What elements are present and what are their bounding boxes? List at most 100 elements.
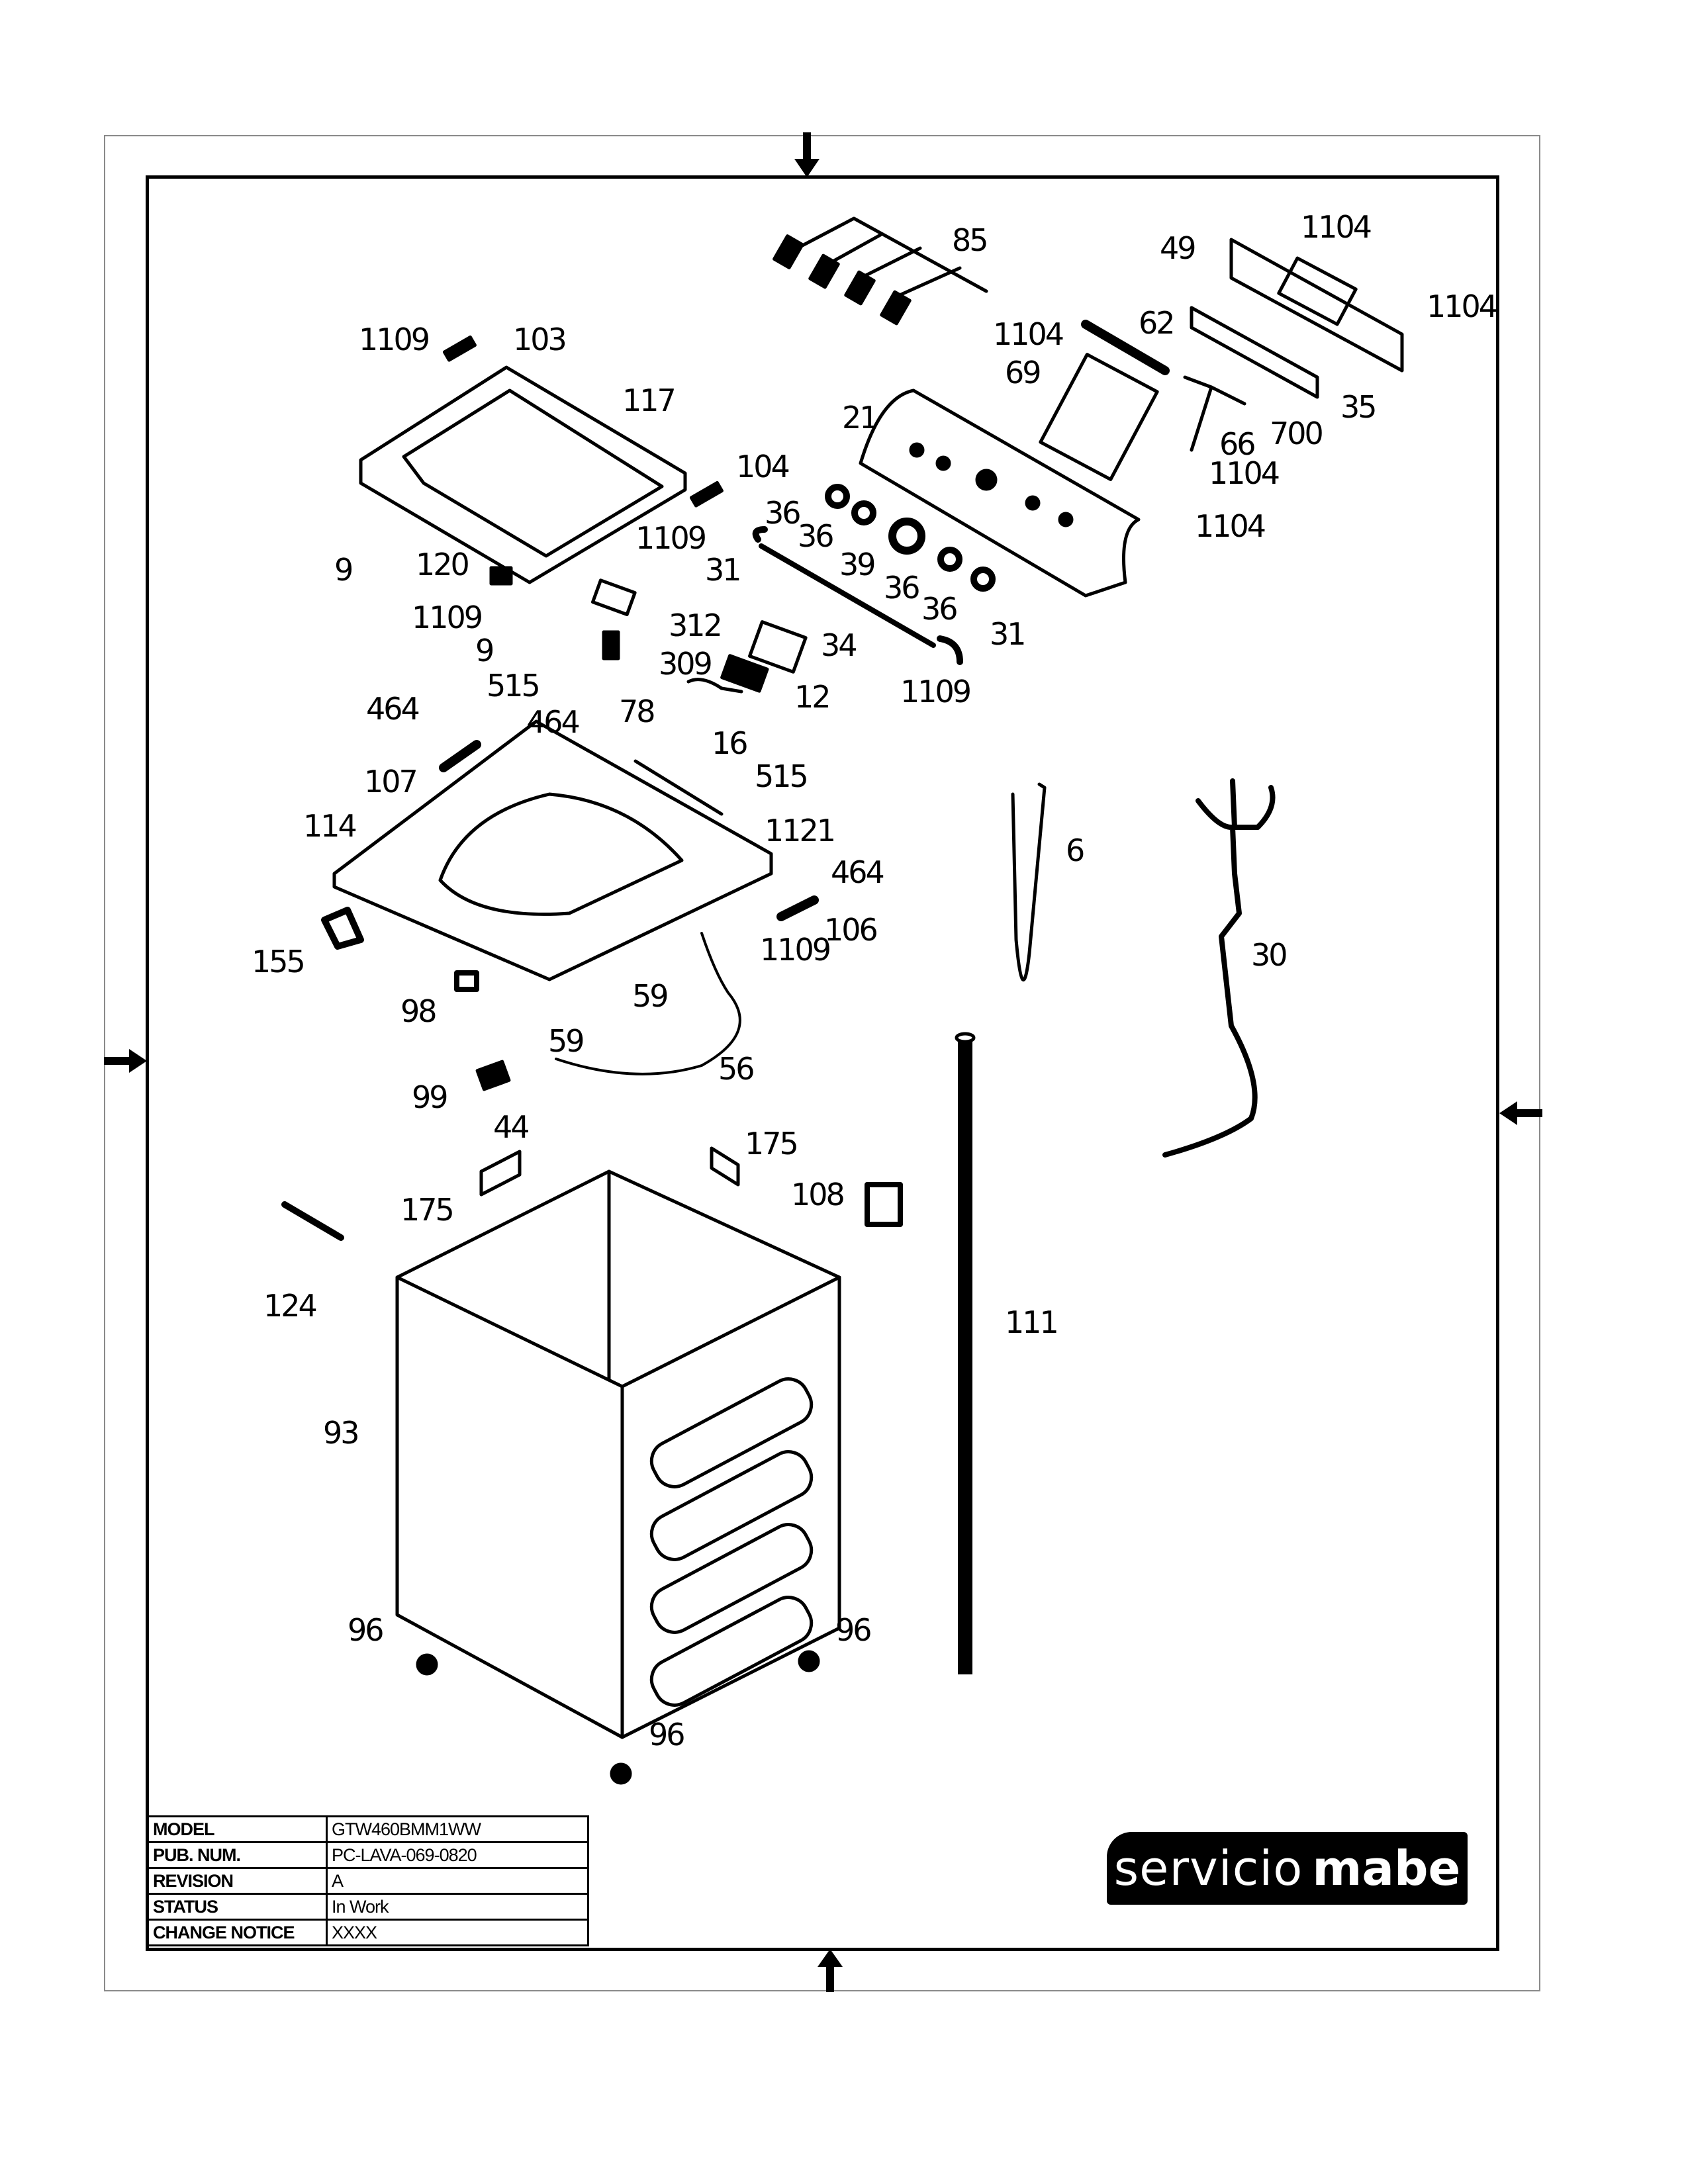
part-knobs xyxy=(825,484,996,592)
part-panel-backsplash xyxy=(1229,238,1404,373)
callout-label: 36 xyxy=(798,518,835,554)
callout-label: 1104 xyxy=(993,316,1064,352)
callout-label: 78 xyxy=(619,694,656,729)
callout-label: 39 xyxy=(839,547,876,582)
title-row-model: MODEL GTW460BMM1WW xyxy=(147,1815,589,1843)
border-arrow-top xyxy=(794,132,820,177)
callout-label: 9 xyxy=(475,633,494,668)
callout-label: 36 xyxy=(921,591,959,627)
callout-label: 106 xyxy=(824,912,878,948)
callout-label: 98 xyxy=(400,993,438,1029)
title-key: MODEL xyxy=(147,1815,328,1843)
callout-label: 31 xyxy=(705,552,742,588)
callout-label: 21 xyxy=(842,400,879,435)
part-panel-bracket xyxy=(1190,306,1319,399)
border-arrow-right xyxy=(1499,1101,1542,1125)
callout-label: 93 xyxy=(323,1415,360,1451)
part-strip-124 xyxy=(281,1201,344,1241)
part-hinge-107 xyxy=(439,740,481,772)
part-harness-700 xyxy=(1209,385,1246,406)
part-98 xyxy=(454,970,479,992)
callout-label: 104 xyxy=(736,449,790,484)
part-rod-end xyxy=(752,526,768,543)
callout-label: 16 xyxy=(712,725,749,761)
part-console xyxy=(859,388,1141,598)
callout-label: 99 xyxy=(412,1079,449,1115)
callout-label: 35 xyxy=(1340,389,1378,425)
callout-label: 1109 xyxy=(900,674,972,709)
callout-label: 175 xyxy=(400,1192,455,1228)
title-row-status: STATUS In Work xyxy=(147,1893,589,1921)
part-155 xyxy=(321,907,364,950)
title-key: REVISION xyxy=(147,1867,328,1895)
title-key: STATUS xyxy=(147,1893,328,1921)
callout-label: 1109 xyxy=(412,600,483,635)
callout-label: 96 xyxy=(835,1612,872,1648)
callout-label: 114 xyxy=(303,808,357,844)
callout-label: 309 xyxy=(659,646,713,682)
callout-label: 107 xyxy=(364,764,418,799)
part-harness-66 xyxy=(1183,375,1213,452)
title-value: PC-LAVA-069-0820 xyxy=(326,1841,589,1869)
part-lid xyxy=(359,365,687,584)
callout-label: 59 xyxy=(548,1023,585,1059)
callout-label: 108 xyxy=(791,1177,845,1212)
callout-label: 66 xyxy=(1219,426,1256,462)
callout-label: 111 xyxy=(1005,1304,1059,1340)
callout-label: 1104 xyxy=(1195,508,1266,544)
callout-label: 49 xyxy=(1160,230,1197,266)
part-harness-30 xyxy=(1162,778,1276,1158)
callout-label: 117 xyxy=(622,383,677,418)
part-hose-78 xyxy=(686,678,743,694)
callout-label: 700 xyxy=(1270,416,1324,451)
callout-label: 6 xyxy=(1066,833,1085,868)
part-hose-6 xyxy=(1011,782,1047,981)
part-hinge-106 xyxy=(776,895,819,921)
part-pad-175 xyxy=(710,1146,740,1187)
title-value: In Work xyxy=(326,1893,589,1921)
title-key: CHANGE NOTICE xyxy=(147,1919,328,1946)
callout-label: 464 xyxy=(526,704,581,740)
callout-label: 59 xyxy=(632,978,669,1014)
callout-label: 12 xyxy=(794,679,831,715)
part-water-valve xyxy=(720,620,808,693)
title-value: A xyxy=(326,1867,589,1895)
border-arrow-bottom xyxy=(818,1949,843,1992)
callout-label: 56 xyxy=(718,1051,755,1087)
callout-label: 31 xyxy=(990,616,1027,652)
logo-text-light: servicio xyxy=(1113,1841,1303,1896)
title-value: XXXX xyxy=(326,1919,589,1946)
part-switch-62 xyxy=(1081,320,1170,375)
callout-label: 36 xyxy=(884,570,921,606)
callout-label: 103 xyxy=(513,322,567,357)
callout-label: 464 xyxy=(366,691,420,727)
part-rod-end xyxy=(937,635,963,665)
callout-label: 36 xyxy=(765,495,802,531)
part-pad-175 xyxy=(479,1150,522,1197)
callout-label: 515 xyxy=(487,668,541,704)
title-row-change-notice: CHANGE NOTICE XXXX xyxy=(147,1919,589,1946)
title-row-pub-num: PUB. NUM. PC-LAVA-069-0820 xyxy=(147,1841,589,1869)
callout-label: 96 xyxy=(649,1717,686,1752)
part-hinge-104 xyxy=(689,480,724,508)
logo-text-bold: mabe xyxy=(1312,1841,1461,1896)
callout-label: 464 xyxy=(831,854,885,890)
drawing-border xyxy=(146,175,1499,1951)
callout-label: 85 xyxy=(952,222,989,258)
callout-label: 62 xyxy=(1139,305,1176,341)
callout-label: 515 xyxy=(755,758,809,794)
callout-label: 30 xyxy=(1251,937,1288,973)
part-capacitor xyxy=(590,578,637,616)
brand-logo: servicio mabe xyxy=(1107,1832,1468,1905)
callout-label: 69 xyxy=(1005,355,1042,390)
callout-label: 175 xyxy=(745,1126,799,1161)
part-switch-harness xyxy=(773,216,988,326)
border-arrow-left xyxy=(104,1049,147,1073)
callout-label: 312 xyxy=(669,608,723,643)
callout-label: 120 xyxy=(416,547,470,582)
part-hinge-103 xyxy=(442,335,477,362)
callout-label: 1109 xyxy=(359,322,430,357)
part-lid-lock xyxy=(489,566,513,586)
